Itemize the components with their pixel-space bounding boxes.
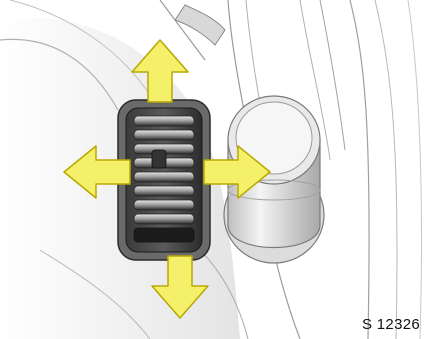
vent-adjuster-tab bbox=[152, 150, 166, 168]
vent-fins bbox=[134, 116, 194, 242]
figure-code-label: S 12326 bbox=[362, 316, 420, 333]
air-vent bbox=[118, 100, 210, 260]
